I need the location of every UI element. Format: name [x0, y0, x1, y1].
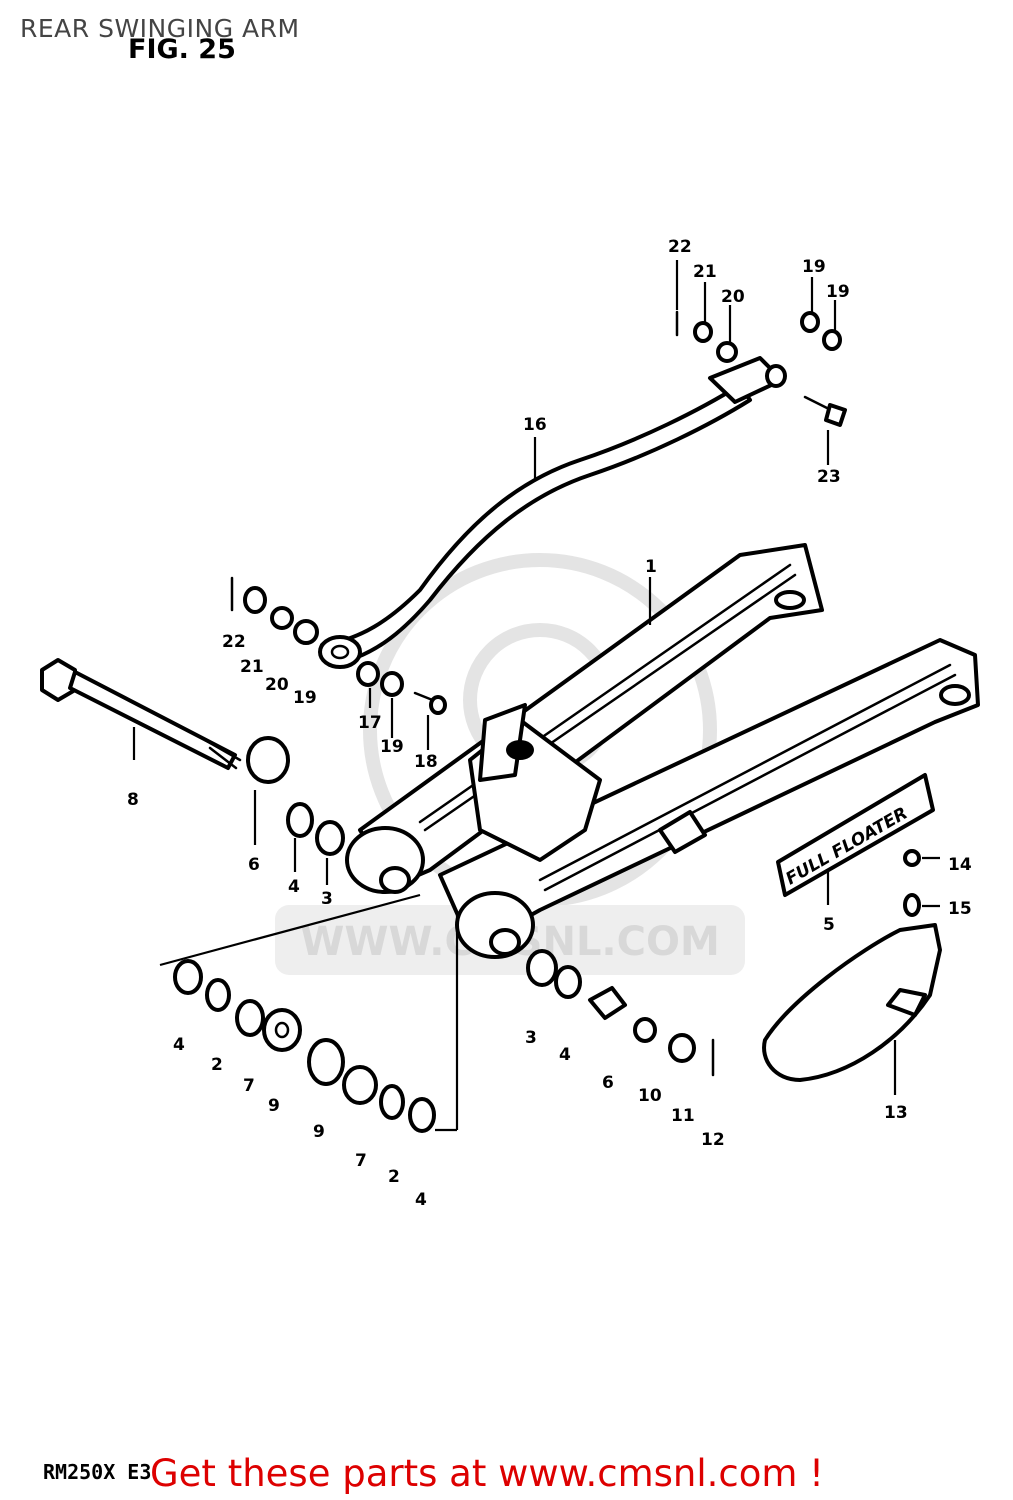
callout-1: 1: [645, 557, 657, 577]
chain-buffer-part: [762, 923, 942, 1082]
callout-17: 17: [358, 713, 382, 733]
callout-3: 3: [525, 1028, 537, 1048]
callout-6: 6: [602, 1073, 614, 1093]
callout-21: 21: [693, 262, 717, 282]
upper-hardware: [230, 310, 921, 917]
swingarm-part: [345, 543, 980, 959]
page-title: REAR SWINGING ARM: [20, 14, 300, 43]
pivot-bolt-part: [40, 658, 242, 770]
callout-22: 22: [668, 237, 692, 257]
callout-4: 4: [559, 1045, 571, 1065]
figure-label: FIG. 25: [128, 34, 236, 65]
torque-link-part: [318, 356, 787, 669]
callout-16: 16: [523, 415, 547, 435]
callout-19: 19: [293, 688, 317, 708]
callout-19: 19: [380, 737, 404, 757]
callout-22: 22: [222, 632, 246, 652]
callout-2: 2: [388, 1167, 400, 1187]
callout-13: 13: [884, 1103, 908, 1123]
callout-19: 19: [826, 282, 850, 302]
callout-numbers: 1 2 2 3 3 4 4 4 4 5 6 6 7 7 8 9 9 10 11 …: [127, 237, 972, 1210]
callout-15: 15: [948, 899, 972, 919]
callout-3: 3: [321, 889, 333, 909]
callout-21: 21: [240, 657, 264, 677]
callout-14: 14: [948, 855, 972, 875]
callout-6: 6: [248, 855, 260, 875]
callout-12: 12: [701, 1130, 725, 1150]
callout-20: 20: [721, 287, 745, 307]
callout-10: 10: [638, 1086, 662, 1106]
callout-18: 18: [414, 752, 438, 772]
callout-9: 9: [313, 1122, 325, 1142]
callout-23: 23: [817, 467, 841, 487]
callout-19: 19: [802, 257, 826, 277]
callout-4: 4: [173, 1035, 185, 1055]
callout-20: 20: [265, 675, 289, 695]
decal-part: FULL FLOATER: [776, 773, 935, 897]
model-label: RM250X E3: [43, 1460, 152, 1484]
callout-5: 5: [823, 915, 835, 935]
callout-7: 7: [355, 1151, 367, 1171]
callout-2: 2: [211, 1055, 223, 1075]
callout-8: 8: [127, 790, 139, 810]
callout-9: 9: [268, 1096, 280, 1116]
right-bearing-stack: [526, 949, 715, 1077]
left-bearing-stack: [173, 736, 436, 1133]
leader-lines: [132, 260, 940, 1132]
callout-7: 7: [243, 1076, 255, 1096]
callout-4: 4: [288, 877, 300, 897]
callout-11: 11: [671, 1106, 695, 1126]
callout-4: 4: [415, 1190, 427, 1210]
cta-link[interactable]: Get these parts at www.cmsnl.com !: [150, 1452, 825, 1495]
